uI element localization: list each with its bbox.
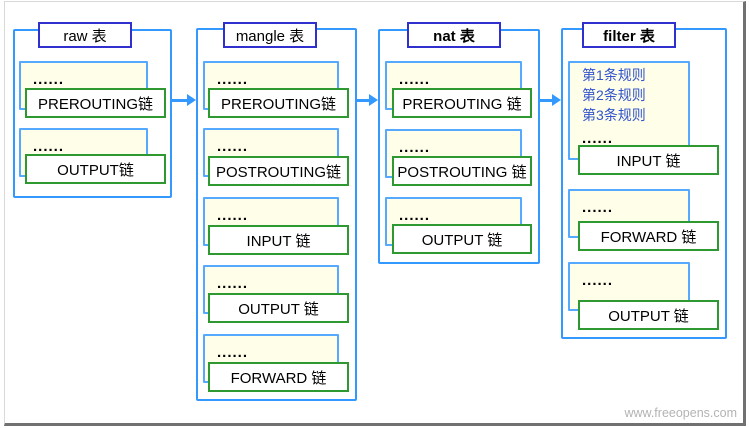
ellipsis-text: ...... (217, 138, 249, 155)
chain-label: PREROUTING 链 (402, 95, 522, 113)
ellipsis-text: ...... (582, 199, 614, 216)
ellipsis-text: ...... (399, 207, 431, 224)
ellipsis-text: ...... (582, 272, 614, 289)
ellipsis-text: ...... (217, 207, 249, 224)
filter-table-title: filter 表 (582, 22, 676, 48)
table-title-label: raw 表 (63, 27, 107, 45)
filter-output-chain-box: OUTPUT 链 (578, 300, 719, 330)
ellipsis-text: ...... (33, 71, 65, 88)
nat-output-chain-box: OUTPUT 链 (392, 224, 532, 254)
chain-label: OUTPUT 链 (238, 300, 319, 318)
chain-label: OUTPUT链 (57, 161, 134, 179)
chain-label: POSTROUTING链 (215, 163, 341, 181)
arrow-nat-to-filter-icon (540, 94, 561, 106)
nat-prerouting-chain-box: PREROUTING 链 (392, 88, 532, 118)
chain-label: INPUT 链 (616, 152, 681, 170)
rule-item: 第2条规则 (582, 87, 646, 103)
rule-item: 第3条规则 (582, 107, 646, 123)
arrow-raw-to-mangle-icon (172, 94, 196, 106)
chain-label: OUTPUT 链 (608, 307, 689, 325)
table-title-label: nat 表 (433, 27, 475, 45)
ellipsis-text: ...... (33, 138, 65, 155)
mangle-output-chain-box: OUTPUT 链 (208, 293, 349, 323)
filter-input-rules-box: 第1条规则 第2条规则 第3条规则 ...... (568, 61, 690, 160)
raw-table-title: raw 表 (38, 22, 132, 48)
ellipsis-text: ...... (217, 344, 249, 361)
ellipsis-text: ...... (399, 139, 431, 156)
nat-postrouting-chain-box: POSTROUTING 链 (392, 156, 532, 186)
rule-item: 第1条规则 (582, 67, 646, 83)
mangle-prerouting-chain-box: PREROUTING链 (208, 88, 349, 118)
watermark-text: www.freeopens.com (624, 406, 737, 420)
mangle-table-title: mangle 表 (223, 22, 317, 48)
mangle-forward-chain-box: FORWARD 链 (208, 362, 349, 392)
ellipsis-text: ...... (217, 275, 249, 292)
ellipsis-text: ...... (217, 71, 249, 88)
raw-prerouting-chain-box: PREROUTING链 (25, 88, 166, 118)
nat-table-title: nat 表 (407, 22, 501, 48)
chain-label: POSTROUTING 链 (397, 163, 527, 181)
mangle-input-chain-box: INPUT 链 (208, 225, 349, 255)
mangle-postrouting-chain-box: POSTROUTING链 (208, 156, 349, 186)
filter-forward-chain-box: FORWARD 链 (578, 221, 719, 251)
raw-output-chain-box: OUTPUT链 (25, 154, 166, 184)
chain-label: PREROUTING链 (37, 95, 153, 113)
arrow-mangle-to-nat-icon (357, 94, 378, 106)
chain-label: INPUT 链 (246, 232, 311, 250)
table-title-label: filter 表 (603, 27, 655, 45)
chain-label: OUTPUT 链 (421, 231, 503, 249)
filter-input-chain-box: INPUT 链 (578, 145, 719, 175)
chain-label: FORWARD 链 (230, 369, 327, 387)
ellipsis-text: ...... (582, 130, 614, 147)
ellipsis-text: ...... (399, 71, 431, 88)
chain-label: FORWARD 链 (600, 228, 697, 246)
chain-label: PREROUTING链 (220, 95, 336, 113)
table-title-label: mangle 表 (235, 27, 305, 45)
